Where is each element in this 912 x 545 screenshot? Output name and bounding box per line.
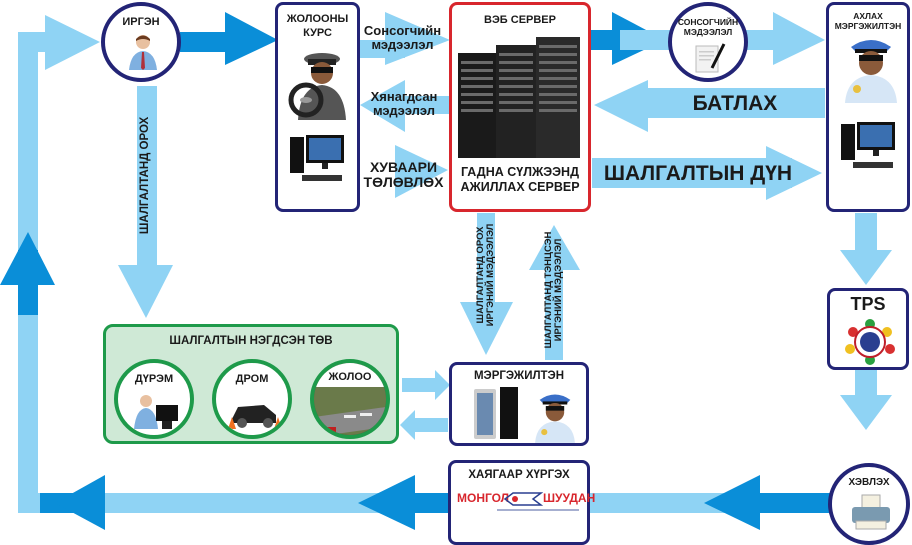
web-server-node[interactable]: ВЭБ СЕРВЕР ГАДНА СҮЛЖЭЭНД АЖИЛЛАХ СЕРВЕР	[449, 2, 591, 212]
police-logo-icon	[845, 319, 895, 365]
expert-to-server-shaft	[545, 268, 563, 360]
result-head	[766, 146, 822, 200]
student-info-flow-line1: Сонсогчийн	[363, 23, 442, 38]
expert-to-center-arrow	[400, 410, 448, 440]
delivery-label: ХАЯГААР ХҮРГЭХ	[468, 469, 570, 481]
logo-tagline	[497, 509, 579, 511]
car-cones-icon	[228, 405, 282, 429]
student-info-flow-line2: мэдээлэл	[371, 37, 434, 53]
driving-course-node[interactable]: ЖОЛООНЫ КУРС	[275, 2, 360, 212]
up-arrow-head	[0, 232, 55, 285]
enter-exam-shaft	[137, 86, 157, 266]
web-server-sublabel: ГАДНА СҮЛЖЭЭНД АЖИЛЛАХ СЕРВЕР	[452, 165, 588, 195]
expert-node[interactable]: МЭРГЭЖИЛТЭН	[449, 362, 589, 446]
web-server-sublabel-2: АЖИЛЛАХ СЕРВЕР	[460, 180, 580, 194]
student-info-label-2: МЭДЭЭЛЭЛ	[683, 26, 733, 37]
print-to-delivery-head	[704, 475, 760, 530]
senior-expert-label-2: МЭРГЭЖИЛТЭН	[834, 21, 902, 32]
tps-label: TPS	[850, 294, 886, 314]
student-info-flow-label: Сонсогчийн мэдээлэл	[355, 23, 450, 53]
exam-center-node[interactable]: ШАЛГАЛТЫН НЭГДСЭН ТӨВ ДҮРЭМ ДРОМ ЖОЛОО	[103, 324, 399, 444]
schedule-head	[395, 145, 448, 198]
exam-citizen-info-line2: ИРГЭНИЙ МЭДЭЭЛЭЛ	[485, 223, 497, 327]
person-computer-icon	[134, 395, 178, 429]
return-loop-bottom	[18, 493, 448, 513]
exam-item-driving[interactable]: ЖОЛОО	[310, 359, 390, 439]
exam-result-label: ШАЛГАЛТЫН ДҮН	[603, 162, 793, 185]
print-node[interactable]: ХЭВЛЭХ	[828, 463, 910, 545]
tablet-icon	[474, 387, 518, 439]
mongol-post-logo: МОНГОЛ ШУУДАН	[455, 489, 595, 517]
envelope-plane-icon	[503, 492, 543, 506]
citizen-node[interactable]: ИРГЭН	[101, 2, 181, 82]
driving-sim-icon	[314, 387, 386, 435]
logo-left-text: МОНГОЛ	[457, 491, 510, 505]
student-info-label-1: СОНСОГЧИЙН	[677, 17, 739, 27]
officer-icon	[535, 394, 575, 443]
passed-citizen-info-line2: ИРГЭНИЙ МЭДЭЭЛЭЛ	[553, 238, 565, 342]
bottom-left-arrow-head	[55, 475, 105, 530]
officer-icon	[845, 40, 897, 103]
schedule-flow-line2: ТӨЛӨВЛӨХ	[363, 174, 444, 191]
exam-item-drom-label: ДРОМ	[235, 373, 269, 385]
server-rack-icon	[458, 37, 580, 158]
computer-icon	[841, 122, 895, 168]
exam-item-driving-label: ЖОЛОО	[314, 363, 386, 387]
citizen-label: ИРГЭН	[122, 16, 160, 28]
driver-icon	[288, 53, 346, 120]
exam-item-rules[interactable]: ДҮРЭМ	[114, 359, 194, 439]
checked-info-shaft	[380, 96, 450, 114]
delivery-node[interactable]: ХАЯГААР ХҮРГЭХ МОНГОЛ ШУУДАН	[448, 460, 595, 545]
course-label-2: КУРС	[303, 26, 332, 39]
citizen-to-course-head	[225, 12, 278, 65]
enter-exam-label: ШАЛГАЛТАНД ОРОХ	[139, 116, 151, 235]
senior-to-tps-shaft	[855, 213, 877, 253]
passed-citizen-info-label: ШАЛГАЛТАНД ТЭНЦСЭН ИРГЭНИЙ МЭДЭЭЛЭЛ	[543, 225, 565, 355]
center-to-expert-arrow	[402, 370, 450, 400]
checked-info-flow-line2: мэдээлэл	[372, 103, 436, 119]
exam-center-label: ШАЛГАЛТЫН НЭГДСЭН ТӨВ	[169, 335, 333, 347]
schedule-flow-line1: ХУВААРИ	[369, 159, 438, 175]
checked-info-flow-line1: Хянагдсан	[370, 89, 438, 104]
server-to-info-light	[620, 30, 670, 50]
arrow-to-citizen	[45, 15, 100, 70]
person-icon	[129, 35, 157, 70]
server-to-expert-shaft	[477, 213, 495, 308]
document-pen-icon	[695, 43, 726, 73]
return-loop-top	[18, 32, 48, 52]
exam-item-drom[interactable]: ДРОМ	[212, 359, 292, 439]
print-arrow-shaft	[760, 493, 832, 513]
schedule-flow-label: ХУВААРИ ТӨЛӨВЛӨХ	[356, 159, 451, 191]
approve-head	[594, 80, 648, 132]
tps-node[interactable]: TPS	[827, 288, 909, 370]
info-to-senior-head	[773, 12, 825, 65]
computer-icon	[290, 135, 344, 181]
approve-label: БАТЛАХ	[692, 92, 778, 115]
exam-citizen-info-label: ШАЛГАЛТАНД ОРОХ ИРГЭНИЙ МЭДЭЭЛЭЛ	[475, 215, 497, 335]
senior-expert-label-1: АХЛАХ	[853, 11, 883, 21]
print-label: ХЭВЛЭХ	[848, 477, 890, 488]
logo-right-text: ШУУДАН	[543, 491, 596, 505]
server-to-expert-head	[460, 302, 513, 355]
expert-to-server-head	[529, 225, 580, 270]
result-shaft	[592, 158, 792, 188]
student-info-head	[385, 12, 450, 65]
web-server-sublabel-1: ГАДНА СҮЛЖЭЭНД	[461, 165, 579, 179]
checked-info-flow-label: Хянагдсан мэдээлэл	[360, 89, 448, 119]
tps-to-print-head	[840, 395, 892, 430]
student-info-node[interactable]: СОНСОГЧИЙН МЭДЭЭЛЭЛ	[668, 2, 748, 82]
exam-item-rules-label: ДҮРЭМ	[134, 373, 174, 385]
expert-label: МЭРГЭЖИЛТЭН	[473, 370, 565, 382]
approve-shaft	[640, 88, 825, 118]
enter-exam-head	[118, 265, 173, 318]
web-server-label: ВЭБ СЕРВЕР	[484, 14, 556, 26]
senior-to-tps-head	[840, 250, 892, 285]
delivery-to-loop-head	[358, 475, 415, 530]
tps-to-print-shaft	[855, 370, 877, 400]
printer-icon	[852, 494, 890, 530]
senior-expert-node[interactable]: АХЛАХ МЭРГЭЖИЛТЭН	[826, 2, 910, 212]
course-label-1: ЖОЛООНЫ	[286, 13, 349, 25]
